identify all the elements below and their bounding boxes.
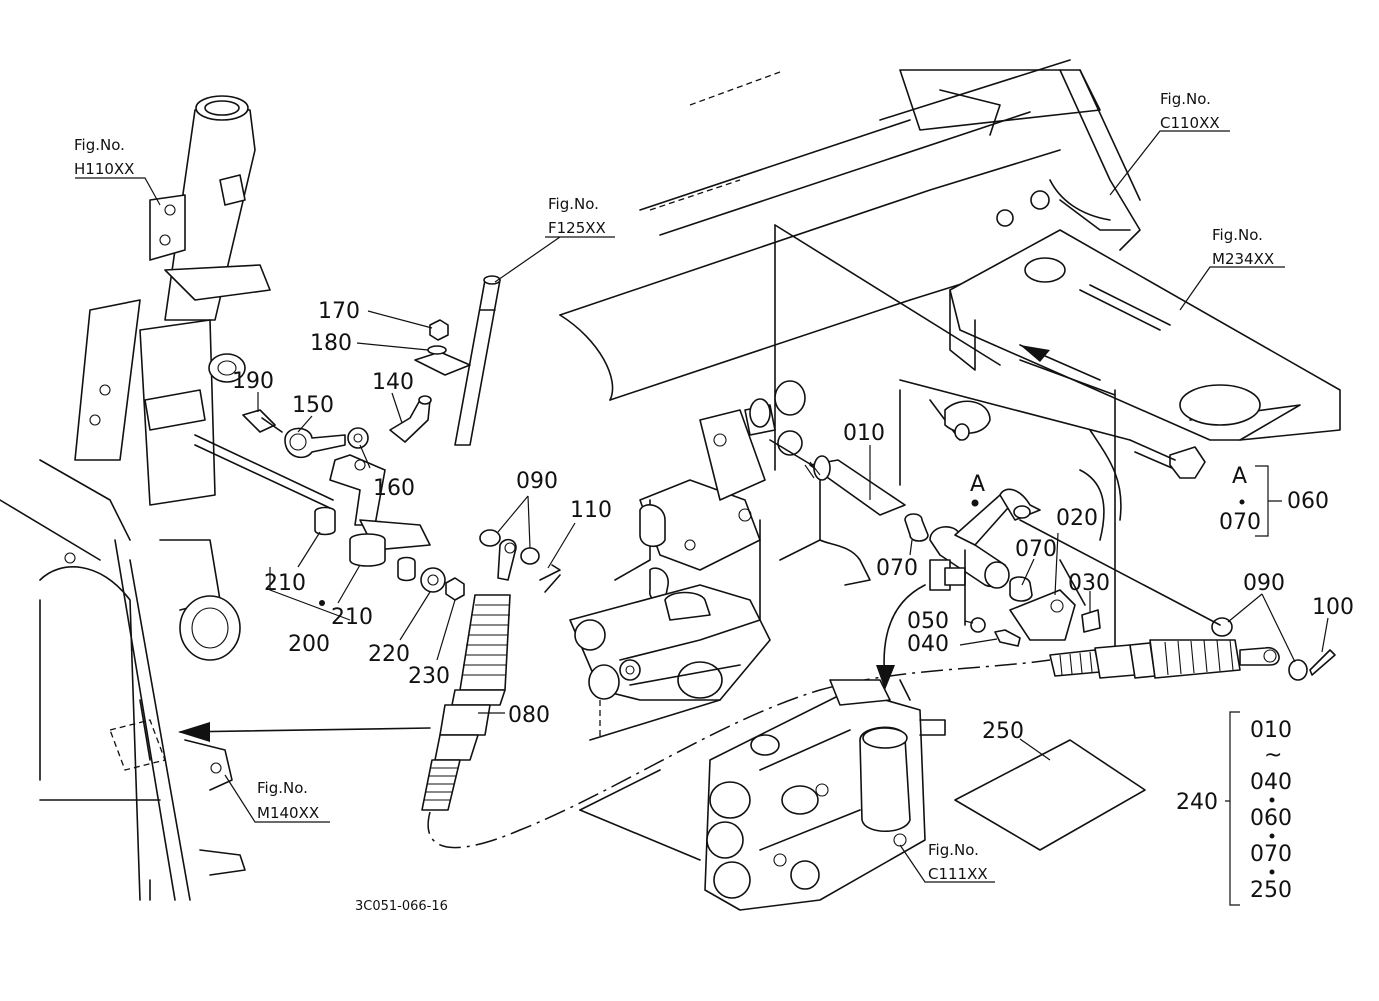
steering-column: [0, 95, 271, 901]
part-100-pin: [1309, 649, 1336, 676]
label-210b: 210: [331, 605, 373, 630]
part-080-cable: [178, 538, 1051, 849]
part-230-nut: [445, 577, 465, 601]
svg-text:040: 040: [1250, 770, 1292, 795]
svg-text:A: A: [1232, 464, 1247, 489]
svg-text:Fig.No.: Fig.No.: [257, 779, 308, 797]
svg-text:240: 240: [1176, 790, 1218, 815]
svg-text:H110XX: H110XX: [74, 160, 134, 178]
svg-text:Fig.No.: Fig.No.: [548, 195, 599, 213]
svg-text:Fig.No.: Fig.No.: [74, 136, 125, 154]
group-240: 240 010 ~ 040 060 070 250: [1176, 718, 1292, 903]
svg-text:F125XX: F125XX: [548, 219, 606, 237]
fig-ref-c110: Fig.No. C110XX: [1160, 90, 1220, 132]
fig-ref-h110: Fig.No. H110XX: [74, 136, 134, 178]
linkage-parts: [194, 319, 561, 601]
svg-text:C110XX: C110XX: [1160, 114, 1220, 132]
svg-text:070: 070: [1250, 842, 1292, 867]
label-110: 110: [570, 498, 612, 523]
fig-ref-f125: Fig.No. F125XX: [548, 195, 606, 237]
svg-text:Fig.No.: Fig.No.: [1160, 90, 1211, 108]
part-250-label-sheet: [954, 739, 1146, 851]
part-170-nut: [429, 319, 449, 341]
part-190-bolt: [242, 409, 276, 433]
label-250: 250: [982, 719, 1024, 744]
label-210a: 210: [264, 571, 306, 596]
group-060: A 070 060: [1219, 464, 1329, 535]
part-110-clip: [539, 564, 561, 581]
label-050: 050: [907, 609, 949, 634]
svg-text:Fig.No.: Fig.No.: [928, 841, 979, 859]
part-180-washer: [427, 345, 447, 355]
svg-text:060: 060: [1250, 806, 1292, 831]
center-linkage: [569, 380, 1221, 741]
label-220: 220: [368, 642, 410, 667]
cable-right-end: [1049, 617, 1336, 681]
label-a: A: [970, 472, 985, 497]
part-020-bracket: [1009, 589, 1076, 641]
drawing-code: 3C051-066-16: [355, 899, 448, 914]
control-valve: [579, 679, 946, 911]
chassis-outline: [559, 59, 1341, 651]
label-190: 190: [232, 369, 274, 394]
label-170: 170: [318, 299, 360, 324]
part-090-washer: [1211, 617, 1233, 637]
part-050-washer: [970, 617, 986, 633]
svg-text:070: 070: [1219, 510, 1261, 535]
part-030-washer: [1081, 609, 1101, 633]
label-040: 040: [907, 632, 949, 657]
part-210-bushing: [314, 506, 336, 536]
part-070-bushing: [904, 513, 929, 542]
part-040-bolt: [994, 629, 1021, 647]
part-090-washer: [479, 529, 501, 547]
svg-text:250: 250: [1250, 878, 1292, 903]
svg-text:Fig.No.: Fig.No.: [1212, 226, 1263, 244]
part-number-labels: 170 180 190 140 150 160 210 210 200 220 …: [232, 299, 1354, 744]
svg-text:M140XX: M140XX: [257, 804, 319, 822]
label-090a: 090: [516, 469, 558, 494]
fig-ref-m140: Fig.No. M140XX: [257, 779, 319, 822]
label-020: 020: [1056, 506, 1098, 531]
svg-text:M234XX: M234XX: [1212, 250, 1274, 268]
label-070b: 070: [1015, 537, 1057, 562]
part-150-rod-end: [284, 427, 346, 459]
label-150: 150: [292, 393, 334, 418]
leader-lines: [75, 130, 1329, 906]
label-140: 140: [372, 370, 414, 395]
fig-ref-m234: Fig.No. M234XX: [1212, 226, 1274, 268]
label-010: 010: [843, 421, 885, 446]
reference-dots: [319, 499, 1275, 875]
part-210-bushing: [349, 533, 386, 567]
label-100: 100: [1312, 595, 1354, 620]
label-070a: 070: [876, 556, 918, 581]
label-090b: 090: [1243, 571, 1285, 596]
fig-ref-c111: Fig.No. C111XX: [928, 841, 988, 883]
label-180: 180: [310, 331, 352, 356]
label-200: 200: [288, 632, 330, 657]
part-220-washer: [420, 567, 446, 593]
label-230: 230: [408, 664, 450, 689]
svg-text:~: ~: [1264, 743, 1282, 768]
svg-text:C111XX: C111XX: [928, 865, 988, 883]
svg-text:010: 010: [1250, 718, 1292, 743]
label-160: 160: [373, 476, 415, 501]
part-160-washer: [347, 427, 369, 449]
svg-text:060: 060: [1287, 489, 1329, 514]
label-080: 080: [508, 703, 550, 728]
label-030: 030: [1068, 571, 1110, 596]
shift-rod: [414, 275, 501, 446]
